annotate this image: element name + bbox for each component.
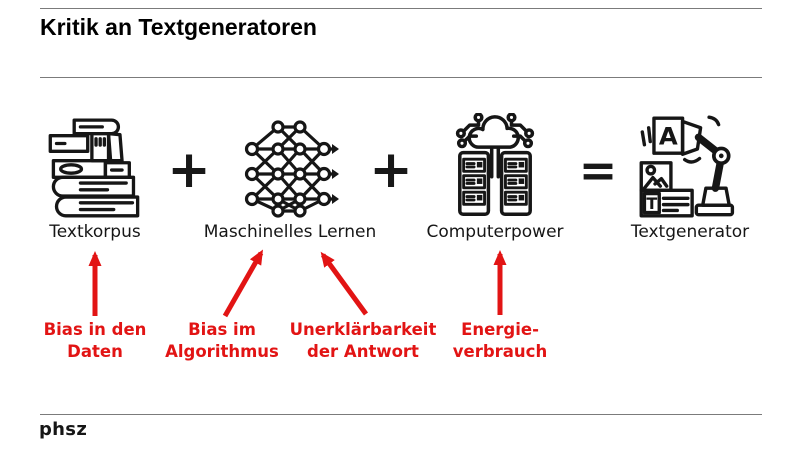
criticism-line: Unerklärbarkeit xyxy=(289,320,437,339)
footer-divider xyxy=(40,414,762,415)
robot-arm-icon: A T xyxy=(637,114,743,220)
equals-operator: = xyxy=(578,143,618,197)
page-title: Kritik an Textgeneratoren xyxy=(40,14,317,40)
criticism-line: Bias in den xyxy=(43,320,147,339)
arrow-bias-algorithmus-icon xyxy=(222,249,264,318)
phsz-logo: phsz xyxy=(39,419,88,440)
criticism-bias-algorithmus: Bias im Algorithmus xyxy=(147,319,297,363)
title-divider xyxy=(40,77,762,78)
criticism-line: Algorithmus xyxy=(165,342,279,361)
criticism-line: der Antwort xyxy=(307,342,419,361)
server-cloud-icon xyxy=(437,113,553,223)
plus-operator: + xyxy=(369,140,413,200)
neural-network-icon xyxy=(233,119,347,219)
robot-card-letter: A xyxy=(659,122,678,151)
arrow-unerklaerbarkeit-icon xyxy=(320,251,369,316)
item-label-maschinelles-lernen: Maschinelles Lernen xyxy=(203,222,377,242)
criticism-unerklaerbarkeit: Unerklärbarkeit der Antwort xyxy=(278,319,448,363)
item-label-computerpower: Computerpower xyxy=(426,222,564,242)
criticism-line: verbrauch xyxy=(452,342,548,361)
top-divider xyxy=(40,8,762,9)
plus-operator: + xyxy=(167,140,211,200)
criticism-bias-daten: Bias in den Daten xyxy=(20,319,170,363)
criticism-arrows xyxy=(88,249,507,318)
criticism-line: Energie- xyxy=(461,320,539,339)
books-icon xyxy=(42,117,148,221)
criticism-line: Daten xyxy=(67,342,123,361)
criticism-line: Bias im xyxy=(188,320,256,339)
item-label-textkorpus: Textkorpus xyxy=(49,222,141,242)
item-label-textgenerator: Textgenerator xyxy=(630,222,750,242)
robot-doc-letter: T xyxy=(646,194,657,213)
criticism-energieverbrauch: Energie- verbrauch xyxy=(420,319,580,363)
